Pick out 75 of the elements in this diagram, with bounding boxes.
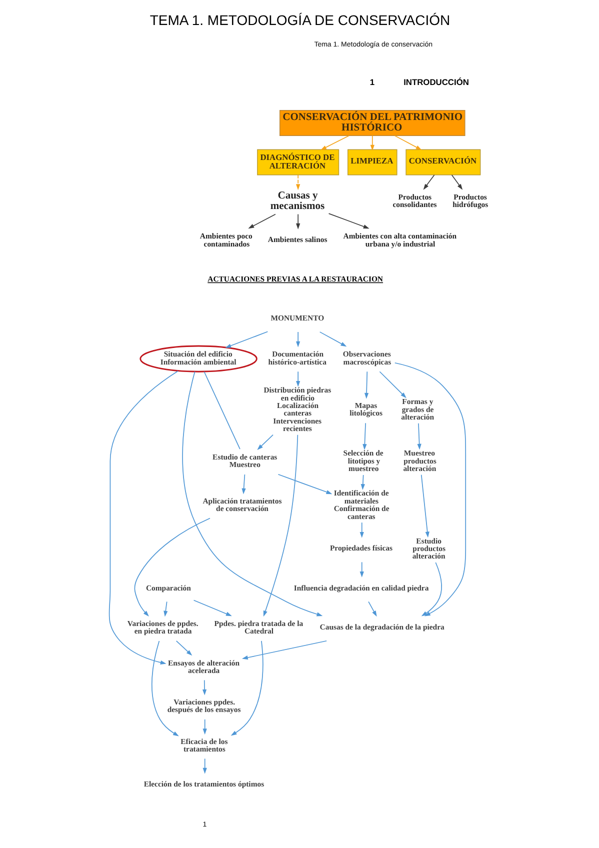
arrow bbox=[192, 600, 232, 616]
arrow bbox=[360, 474, 364, 490]
arrow bbox=[328, 213, 369, 229]
node-text: Observaciones macroscópicas bbox=[342, 350, 391, 366]
arrow bbox=[241, 640, 326, 660]
arrow bbox=[241, 474, 246, 494]
arrow bbox=[108, 370, 178, 665]
arrow bbox=[182, 371, 322, 616]
node-text: Elección de los tratamientos óptimos bbox=[143, 780, 264, 789]
node-text: Ambientes poco contaminados bbox=[199, 232, 252, 248]
node-text: Ambientes con alta contaminación urbana y/o industrial bbox=[342, 232, 456, 248]
arrow bbox=[224, 331, 268, 348]
node-text: Comparación bbox=[145, 583, 190, 592]
node-text: Ensayos de alteración acelerada bbox=[168, 658, 240, 675]
node-text: Variaciones ppdes. después de los ensayos bbox=[166, 698, 240, 714]
node-text: Distribución piedras en edificio Localización canteras Intervenciones recientes bbox=[263, 386, 331, 434]
node-text: Estudio de canteras Muestreo bbox=[212, 452, 277, 470]
arrow bbox=[362, 422, 366, 450]
arrow bbox=[394, 362, 466, 616]
node-text: Formas y grados de alteración bbox=[400, 397, 434, 422]
node-text: Causas de la degradación de la piedra bbox=[319, 622, 444, 632]
node-text: Documentación histórico-artística bbox=[268, 350, 326, 366]
arrow bbox=[175, 640, 192, 656]
arrow bbox=[296, 214, 300, 230]
node-text: Ppdes. piedra tratada de la Catedral bbox=[214, 619, 303, 636]
arrow bbox=[364, 371, 368, 399]
node-text: Influencia degradación en calidad piedra bbox=[293, 583, 428, 592]
label: INTRODUCCIÓN bbox=[403, 77, 468, 88]
node-text: Variaciones de ppdes. en piedra tratada bbox=[126, 619, 198, 636]
arrow bbox=[134, 518, 210, 617]
node-text: Aplicación tratamientos de conservación bbox=[202, 496, 282, 514]
arrow bbox=[416, 422, 421, 450]
node-text: Productos hidrófugos bbox=[452, 192, 488, 209]
arrow bbox=[202, 680, 206, 696]
arrow bbox=[163, 601, 168, 617]
node-text: Causas y mecanismos bbox=[270, 190, 324, 212]
arrow bbox=[262, 434, 298, 617]
node-text: Selección de litotipos y muestreo bbox=[342, 448, 383, 474]
arrow bbox=[378, 371, 406, 398]
label: 1 bbox=[369, 77, 374, 88]
arrow bbox=[248, 214, 276, 229]
arrow bbox=[296, 332, 300, 348]
node-text: MONUMENTO bbox=[270, 314, 324, 323]
node-box: CONSERVACIÓN DEL PATRIMONIO HISTÓRICO bbox=[279, 110, 465, 136]
arrow bbox=[296, 174, 300, 190]
arrow bbox=[370, 135, 374, 151]
arrow bbox=[359, 562, 364, 578]
arrow bbox=[420, 474, 429, 538]
node-text: Mapas litológicos bbox=[349, 401, 382, 418]
arrow bbox=[150, 640, 178, 736]
arrow bbox=[420, 562, 442, 616]
arrow bbox=[368, 601, 376, 617]
connector bbox=[203, 371, 240, 450]
arrow bbox=[202, 758, 206, 774]
arrow bbox=[318, 332, 346, 347]
node-text: Eficacia de los tratamientos bbox=[180, 736, 228, 754]
node-text: Ambientes salinos bbox=[267, 235, 327, 244]
arrow bbox=[422, 174, 434, 190]
node-ellipse: Situación del edificio Información ambiental bbox=[139, 345, 257, 372]
arrow bbox=[256, 434, 273, 450]
arrow bbox=[277, 474, 332, 494]
node-text: Muestreo productos alteración bbox=[402, 448, 436, 474]
node-text: Identificación de materiales Confirmación de canteras bbox=[333, 488, 389, 521]
arrow bbox=[450, 174, 462, 190]
arrow bbox=[320, 135, 349, 150]
arrow bbox=[202, 719, 206, 735]
arrow bbox=[394, 135, 422, 150]
node-text: Estudio productos alteración bbox=[412, 536, 446, 561]
arrow bbox=[359, 522, 364, 538]
node-text: Productos consolidantes bbox=[392, 192, 436, 209]
node-text: Propiedades físicas bbox=[329, 544, 392, 553]
arrow bbox=[230, 640, 263, 736]
label: ACTUACIONES PREVIAS A LA RESTAURACION bbox=[207, 274, 383, 284]
arrow bbox=[296, 371, 300, 387]
diagram-title: TEMA 1. METODOLOGÍA DE CONSERVACIÓN bbox=[149, 12, 450, 28]
